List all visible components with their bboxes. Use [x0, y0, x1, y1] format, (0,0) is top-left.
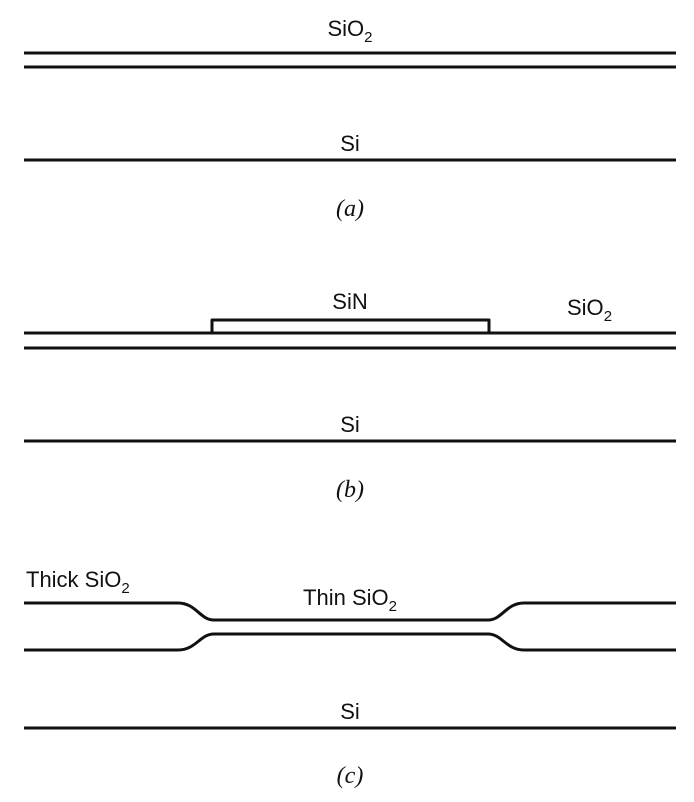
panel-b-caption: (b)	[336, 477, 364, 503]
panel-b-oxide-label: SiO2	[567, 295, 612, 325]
panel-c-thick-oxide-label: Thick SiO2	[26, 567, 130, 597]
panel-c-oxide-top-line	[24, 601, 676, 622]
panel-b-nitride-mask	[210, 318, 491, 333]
panel-c-substrate-label: Si	[340, 699, 360, 724]
panel-c: Thick SiO2 Thin SiO2 Si (c)	[24, 567, 676, 789]
panel-c-thin-oxide-label: Thin SiO2	[303, 585, 397, 615]
panel-a-oxide-label: SiO2	[327, 16, 372, 46]
panel-a: SiO2 Si (a)	[24, 16, 676, 222]
panel-a-caption: (a)	[336, 196, 364, 222]
panel-c-caption: (c)	[337, 763, 364, 789]
panel-a-substrate-label: Si	[340, 131, 360, 156]
panel-b: SiN SiO2 Si (b)	[24, 289, 676, 503]
panel-b-substrate-label: Si	[340, 412, 360, 437]
panel-c-oxide-bottom-line	[24, 632, 676, 652]
panel-b-nitride-label: SiN	[332, 289, 367, 314]
